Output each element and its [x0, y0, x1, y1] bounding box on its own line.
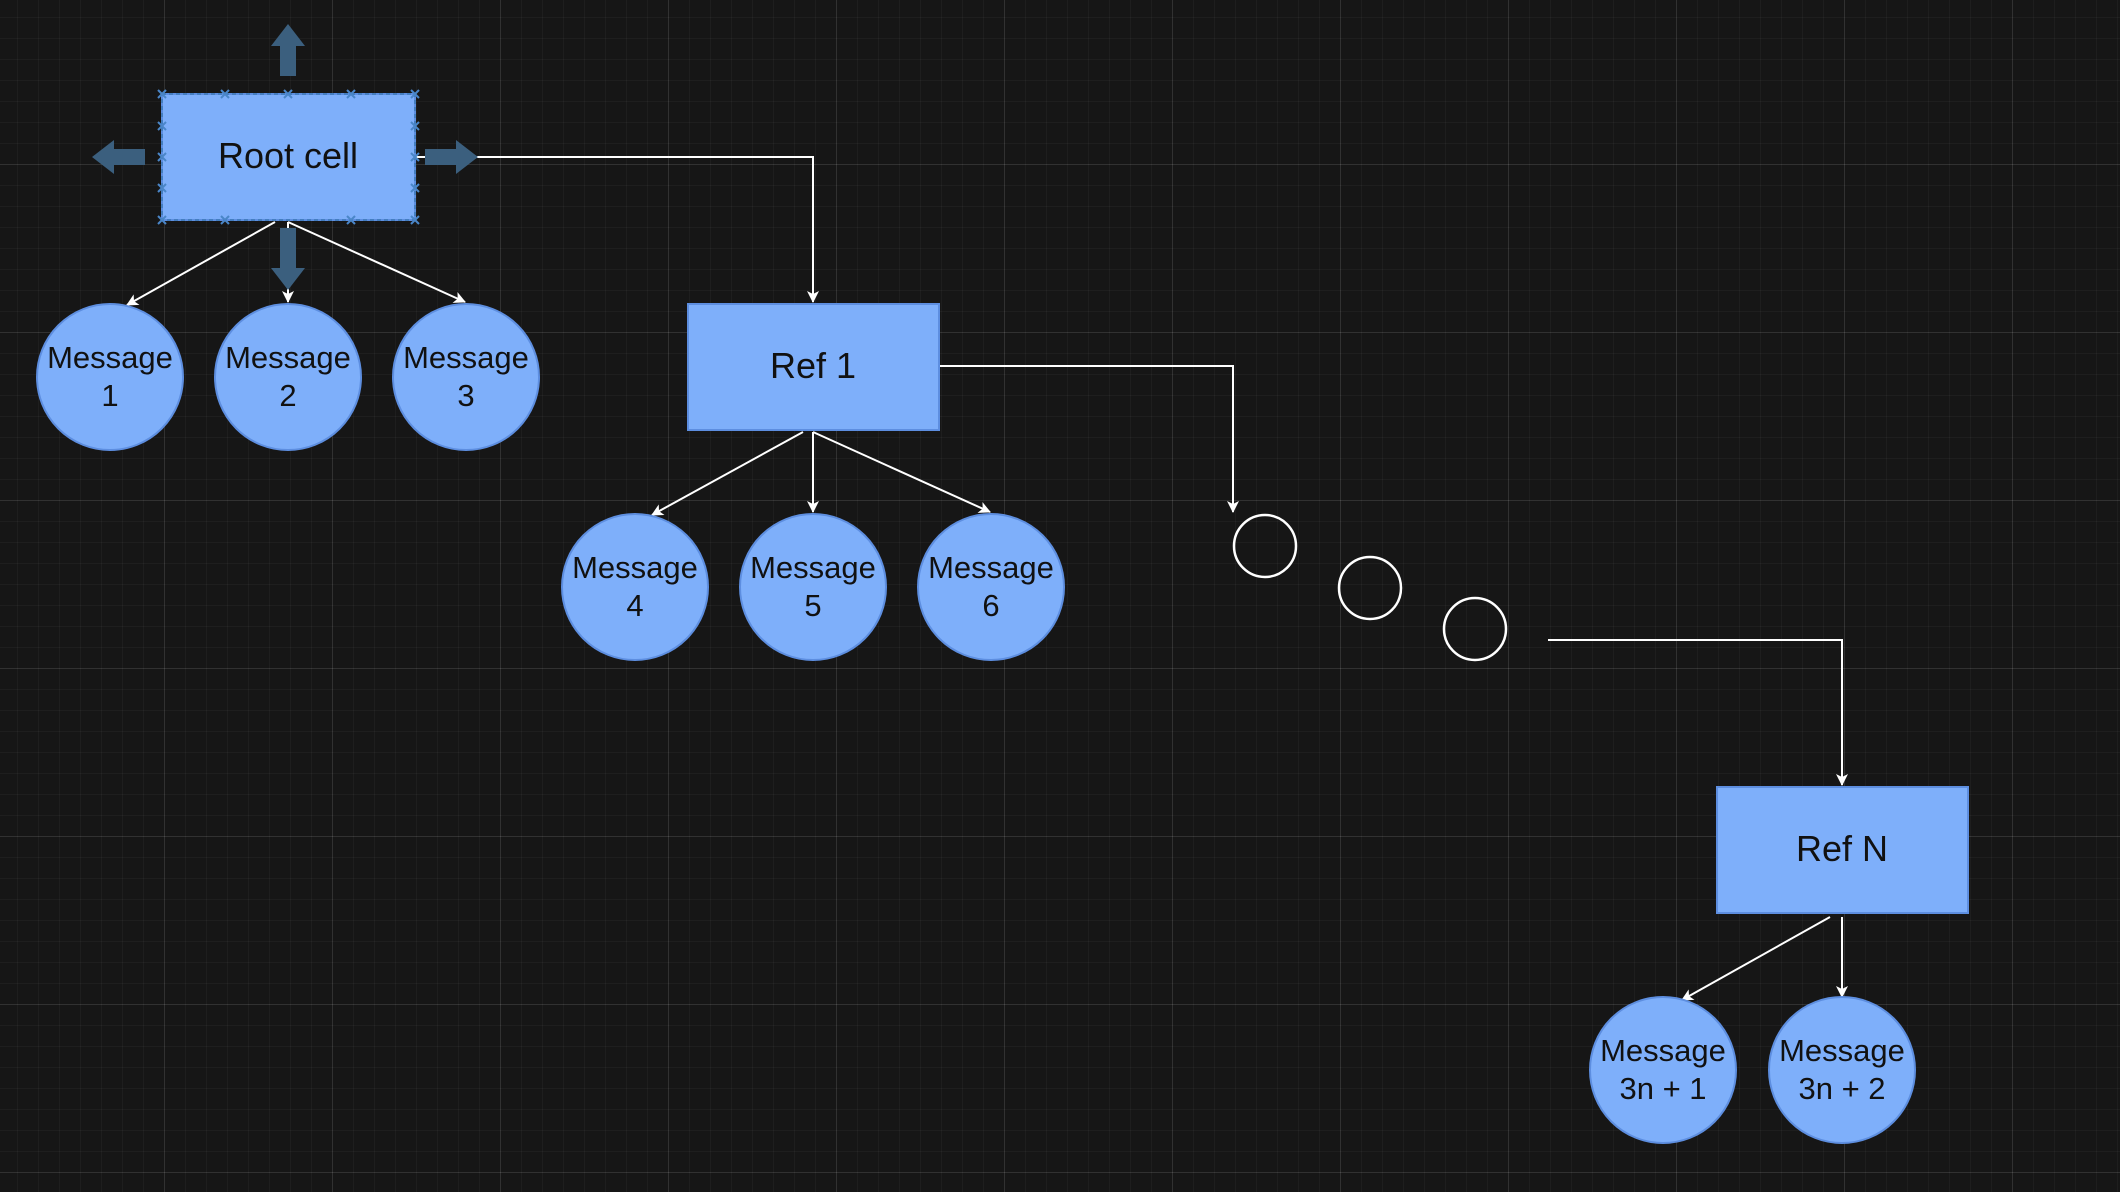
connect-arrow-down-icon[interactable]	[271, 228, 305, 290]
connect-arrow-up-icon[interactable]	[271, 24, 305, 76]
ref-1-shape[interactable]	[687, 303, 940, 431]
node-message-4[interactable]: Message 4	[561, 513, 709, 661]
message-4-number: 4	[626, 588, 643, 623]
node-message-3[interactable]: Message 3	[392, 303, 540, 451]
node-ref-n[interactable]: Ref N	[1716, 786, 1969, 914]
resize-handle[interactable]	[410, 121, 420, 131]
edge-ref1-ellipsis[interactable]	[940, 365, 1239, 513]
resize-handle[interactable]	[283, 89, 293, 99]
ellipsis-dot[interactable]	[1442, 596, 1508, 662]
selection-markers	[157, 89, 420, 225]
message-5-shape[interactable]	[739, 513, 887, 661]
edges	[126, 156, 1848, 1001]
message-1-number: 1	[101, 378, 118, 413]
message-1-label: Message	[47, 340, 173, 375]
ref-n-shape[interactable]	[1716, 786, 1969, 914]
message-3n-2-number: 3n + 2	[1798, 1071, 1885, 1106]
message-2-label: Message	[225, 340, 351, 375]
message-6-shape[interactable]	[917, 513, 1065, 661]
ellipsis-dot[interactable]	[1232, 513, 1298, 579]
edge-root-ref1[interactable]	[415, 156, 819, 303]
edge-refn-msg3n1[interactable]	[1681, 916, 1831, 1001]
message-2-shape[interactable]	[214, 303, 362, 451]
message-2-number: 2	[279, 378, 296, 413]
ref-n-label: Ref N	[1796, 828, 1888, 869]
resize-handle[interactable]	[157, 89, 167, 99]
root-cell-label: Root cell	[218, 135, 358, 176]
message-3n-2-label: Message	[1779, 1033, 1905, 1068]
message-5-label: Message	[750, 550, 876, 585]
ref-1-label: Ref 1	[770, 345, 856, 386]
node-root-cell[interactable]: Root cell	[161, 93, 416, 221]
resize-handle[interactable]	[220, 89, 230, 99]
resize-handle[interactable]	[157, 121, 167, 131]
resize-handle[interactable]	[157, 215, 167, 225]
message-3n-1-label: Message	[1600, 1033, 1726, 1068]
resize-handle[interactable]	[410, 215, 420, 225]
message-3n-2-shape[interactable]	[1768, 996, 1916, 1144]
edge-ref1-msg6[interactable]	[812, 431, 991, 513]
message-4-label: Message	[572, 550, 698, 585]
node-ref-1[interactable]: Ref 1	[687, 303, 940, 431]
ellipsis-circles-icon	[1232, 513, 1508, 662]
edge-root-msg3[interactable]	[287, 221, 466, 303]
connect-arrows	[92, 24, 478, 290]
node-message-1[interactable]: Message 1	[36, 303, 184, 451]
resize-handle[interactable]	[157, 183, 167, 193]
edge-ellipsis-refn[interactable]	[1548, 639, 1848, 786]
resize-handle[interactable]	[410, 89, 420, 99]
message-6-label: Message	[928, 550, 1054, 585]
message-3n-1-shape[interactable]	[1589, 996, 1737, 1144]
message-4-shape[interactable]	[561, 513, 709, 661]
edge-ref1-msg4[interactable]	[651, 431, 804, 516]
root-cell-shape[interactable]	[161, 93, 416, 221]
resize-handle[interactable]	[220, 215, 230, 225]
message-3-number: 3	[457, 378, 474, 413]
connect-arrow-left-icon[interactable]	[92, 140, 145, 174]
node-message-6[interactable]: Message 6	[917, 513, 1065, 661]
node-message-3n-2[interactable]: Message 3n + 2	[1768, 996, 1916, 1144]
message-3n-1-number: 3n + 1	[1619, 1071, 1706, 1106]
resize-handle[interactable]	[346, 89, 356, 99]
node-message-5[interactable]: Message 5	[739, 513, 887, 661]
message-5-number: 5	[804, 588, 821, 623]
resize-handle[interactable]	[157, 152, 167, 162]
message-3-label: Message	[403, 340, 529, 375]
node-message-2[interactable]: Message 2	[214, 303, 362, 451]
edge-root-msg1[interactable]	[126, 221, 276, 306]
message-3-shape[interactable]	[392, 303, 540, 451]
connect-arrow-right-icon[interactable]	[425, 140, 478, 174]
ellipsis-dot[interactable]	[1337, 555, 1403, 621]
message-6-number: 6	[982, 588, 999, 623]
message-1-shape[interactable]	[36, 303, 184, 451]
resize-handle[interactable]	[346, 215, 356, 225]
resize-handle[interactable]	[410, 152, 420, 162]
resize-handle[interactable]	[410, 183, 420, 193]
node-message-3n-1[interactable]: Message 3n + 1	[1589, 996, 1737, 1144]
